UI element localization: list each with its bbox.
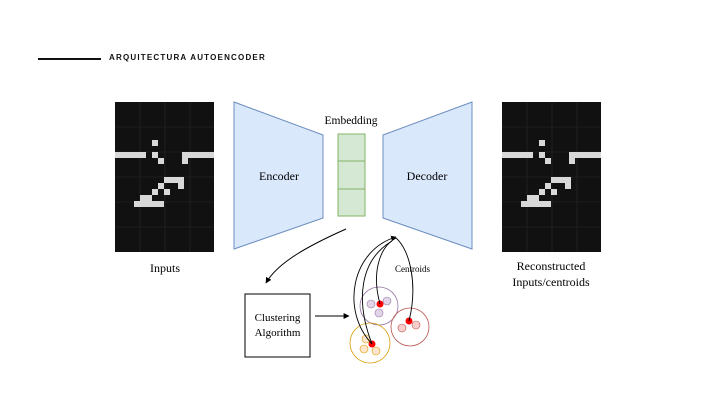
reconstructed-label-line1: Reconstructed (517, 259, 586, 273)
reconstructed-image (502, 102, 601, 252)
embedding-label: Embedding (324, 115, 377, 127)
centroids-label: Centroids (395, 264, 430, 274)
header-rule (38, 58, 101, 60)
clustering-label-line2: Algorithm (255, 327, 301, 339)
input-image (115, 102, 214, 252)
cluster-red (390, 307, 430, 347)
encoder-label: Encoder (259, 169, 299, 183)
centroid-arrows (353, 235, 414, 345)
cluster-orange (349, 322, 391, 364)
decoder-block (382, 101, 473, 250)
decoder-label: Decoder (407, 169, 448, 183)
inputs-label: Inputs (150, 261, 180, 275)
embedding-vector (337, 133, 366, 217)
reconstructed-label-line2: Inputs/centroids (512, 275, 590, 289)
slide-title: ARQUITECTURA AUTOENCODER (109, 53, 266, 62)
clustering-label-line1: Clustering (255, 312, 301, 324)
encoder-block (233, 101, 324, 250)
clustering-algorithm-box (244, 293, 311, 358)
arrow-embedding-to-clustering (265, 228, 347, 284)
